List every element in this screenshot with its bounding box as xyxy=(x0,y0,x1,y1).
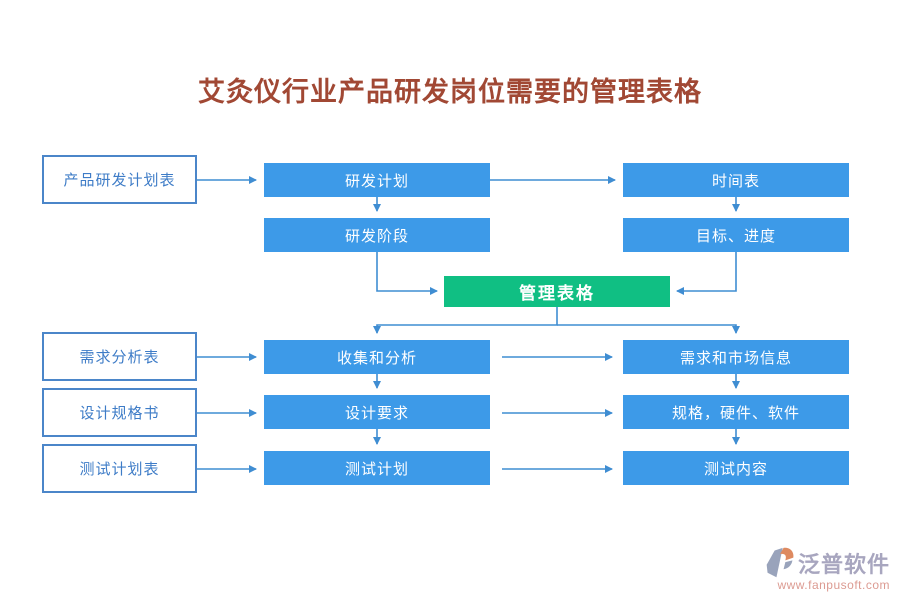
arrow-goalprogress-to-managementform xyxy=(676,252,737,295)
fanpu-logo-icon xyxy=(764,546,796,580)
node-label: 需求和市场信息 xyxy=(679,349,792,367)
node-timetable: 时间表 xyxy=(623,163,849,197)
node-label: 目标、进度 xyxy=(695,227,776,245)
node-label: 需求分析表 xyxy=(79,349,160,366)
node-rd-plan: 研发计划 xyxy=(264,163,490,197)
node-test-content: 测试内容 xyxy=(623,451,849,485)
node-design-requirements: 设计要求 xyxy=(264,395,490,429)
node-goal-progress: 目标、进度 xyxy=(623,218,849,252)
arrow-rdstage-to-managementform xyxy=(376,252,438,295)
node-label: 测试计划表 xyxy=(79,461,160,478)
node-label: 规格，硬件、软件 xyxy=(671,404,800,422)
node-test-plan-table: 测试计划表 xyxy=(42,444,197,493)
node-label: 设计规格书 xyxy=(79,405,160,422)
connector-managementform-fork-right xyxy=(557,324,740,334)
node-label: 收集和分析 xyxy=(336,349,417,367)
node-label: 研发阶段 xyxy=(344,227,409,245)
page-title: 艾灸仪行业产品研发岗位需要的管理表格 xyxy=(198,77,702,107)
node-test-plan: 测试计划 xyxy=(264,451,490,485)
node-label: 时间表 xyxy=(711,172,760,190)
node-management-form: 管理表格 xyxy=(444,276,670,307)
node-spec-hw-sw: 规格，硬件、软件 xyxy=(623,395,849,429)
node-label: 设计要求 xyxy=(344,404,409,422)
node-demand-analysis-table: 需求分析表 xyxy=(42,332,197,381)
node-product-plan-table: 产品研发计划表 xyxy=(42,155,197,204)
node-label: 测试内容 xyxy=(703,460,768,478)
brand-watermark: 泛普软件 www.fanpusoft.com xyxy=(740,546,890,592)
node-design-spec-doc: 设计规格书 xyxy=(42,388,197,437)
node-label: 管理表格 xyxy=(519,284,595,303)
node-collect-analyze: 收集和分析 xyxy=(264,340,490,374)
node-label: 测试计划 xyxy=(344,460,409,478)
node-label: 研发计划 xyxy=(344,172,409,190)
brand-url: www.fanpusoft.com xyxy=(777,578,890,592)
connector-managementform-fork xyxy=(373,307,558,334)
node-demand-market-info: 需求和市场信息 xyxy=(623,340,849,374)
brand-name: 泛普软件 xyxy=(797,552,890,577)
node-rd-stage: 研发阶段 xyxy=(264,218,490,252)
node-label: 产品研发计划表 xyxy=(63,172,176,189)
